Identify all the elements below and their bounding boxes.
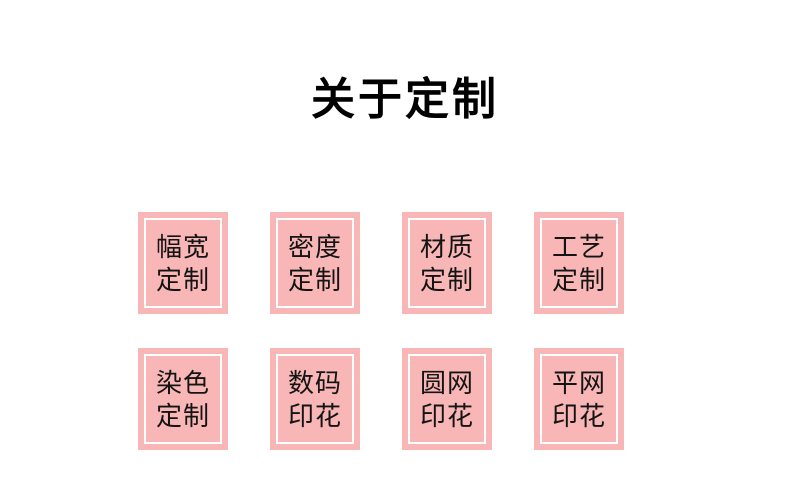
tile-inner-frame: 圆网 印花 <box>408 354 486 444</box>
tile-label-line1: 密度 <box>287 231 342 262</box>
tile-label-line1: 平网 <box>551 367 606 398</box>
tile-inner-frame: 幅宽 定制 <box>144 218 222 308</box>
tile-label-line2: 印花 <box>287 400 342 431</box>
tile-label-line1: 染色 <box>155 367 210 398</box>
tile-material-custom[interactable]: 材质 定制 <box>402 212 492 314</box>
tile-label-line1: 数码 <box>287 367 342 398</box>
tile-label-line2: 定制 <box>155 400 210 431</box>
tile-fabric-width-custom[interactable]: 幅宽 定制 <box>138 212 228 314</box>
tile-row-2: 染色 定制 数码 印花 圆网 印花 平网 印花 <box>138 348 624 450</box>
tile-label-line2: 印花 <box>551 400 606 431</box>
tile-label-line2: 印花 <box>419 400 474 431</box>
tile-dyeing-custom[interactable]: 染色 定制 <box>138 348 228 450</box>
tile-label-line1: 幅宽 <box>155 231 210 262</box>
tile-inner-frame: 数码 印花 <box>276 354 354 444</box>
tile-inner-frame: 密度 定制 <box>276 218 354 308</box>
tile-label-line2: 定制 <box>551 264 606 295</box>
tile-rotary-printing[interactable]: 圆网 印花 <box>402 348 492 450</box>
tile-row-1: 幅宽 定制 密度 定制 材质 定制 工艺 定制 <box>138 212 624 314</box>
tile-label-line1: 圆网 <box>419 367 474 398</box>
customization-tile-grid: 幅宽 定制 密度 定制 材质 定制 工艺 定制 染色 <box>138 212 624 450</box>
tile-label-line2: 定制 <box>155 264 210 295</box>
tile-digital-printing[interactable]: 数码 印花 <box>270 348 360 450</box>
tile-label-line2: 定制 <box>419 264 474 295</box>
tile-inner-frame: 工艺 定制 <box>540 218 618 308</box>
tile-craft-custom[interactable]: 工艺 定制 <box>534 212 624 314</box>
section-title: 关于定制 <box>311 75 499 124</box>
tile-inner-frame: 染色 定制 <box>144 354 222 444</box>
tile-label-line1: 工艺 <box>551 231 606 262</box>
tile-inner-frame: 材质 定制 <box>408 218 486 308</box>
tile-density-custom[interactable]: 密度 定制 <box>270 212 360 314</box>
tile-flat-printing[interactable]: 平网 印花 <box>534 348 624 450</box>
tile-label-line2: 定制 <box>287 264 342 295</box>
tile-label-line1: 材质 <box>419 231 474 262</box>
tile-inner-frame: 平网 印花 <box>540 354 618 444</box>
